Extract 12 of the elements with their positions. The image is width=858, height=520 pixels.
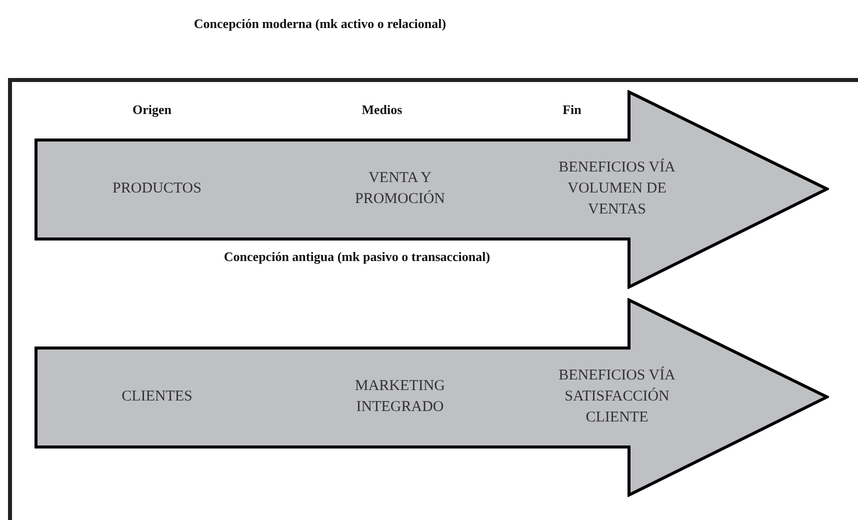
label: Medios <box>360 101 404 119</box>
title: Concepción moderna (mk activo o relacional) <box>192 15 448 33</box>
arrow-text: MARKETING INTEGRADO <box>354 377 446 417</box>
label: Fin <box>562 101 582 119</box>
label: Concepción antigua (mk pasivo o transaccional) <box>222 248 492 266</box>
arrow-text: BENEFICIOS VÍA SATISFACCIÓN CLIENTE <box>558 366 676 428</box>
arrow-text: BENEFICIOS VÍA VOLUMEN DE VENTAS <box>558 158 676 220</box>
label: Origen <box>132 101 172 119</box>
arrow-text: CLIENTES <box>120 388 194 406</box>
frame-border <box>8 78 858 520</box>
arrow-text: PRODUCTOS <box>112 180 202 198</box>
arrow-text: VENTA Y PROMOCIÓN <box>354 169 446 209</box>
